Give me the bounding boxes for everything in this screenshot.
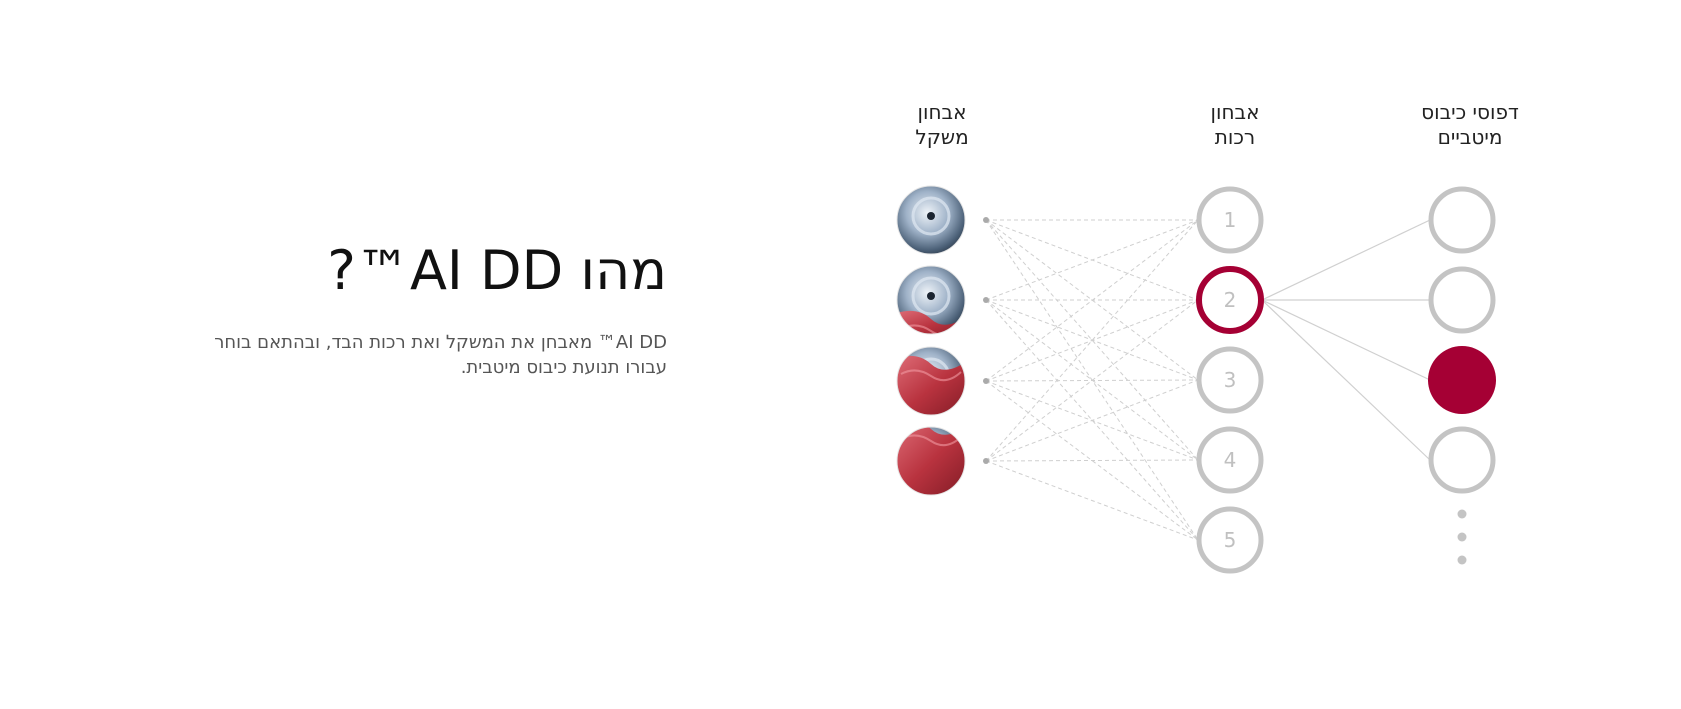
column-heading-weight-line1: אבחון bbox=[917, 100, 967, 124]
softness-node-5: 5 bbox=[1196, 506, 1264, 574]
column-heading-softness-line1: אבחון bbox=[1210, 100, 1260, 124]
connection-weight4-softness4 bbox=[985, 459, 1199, 462]
connection-weight4-softness5 bbox=[985, 460, 1199, 541]
softness-level-1: 1 bbox=[1224, 208, 1237, 232]
connection-weight4-softness3 bbox=[985, 379, 1199, 462]
column-heading-softness-line2: רכות bbox=[1214, 125, 1256, 149]
connection-weight1-softness3 bbox=[985, 219, 1199, 381]
softness-level-4: 4 bbox=[1224, 448, 1237, 472]
column-heading-weight-line2: משקל bbox=[915, 125, 969, 149]
weight-image-3 bbox=[896, 346, 966, 416]
softness-node-1: 1 bbox=[1196, 186, 1264, 254]
connection-weight1-softness4 bbox=[985, 219, 1199, 461]
weight-image-2 bbox=[896, 265, 966, 335]
pattern-node-selected bbox=[1428, 346, 1496, 414]
pattern-node-2 bbox=[1428, 266, 1496, 334]
softness-node-4: 4 bbox=[1196, 426, 1264, 494]
page-title: מהו AI DD™? bbox=[327, 239, 667, 302]
softness-level-3: 3 bbox=[1224, 368, 1237, 392]
weight-image-4 bbox=[896, 426, 966, 496]
more-patterns-dot-2 bbox=[1457, 532, 1467, 542]
connection-softness-pattern3 bbox=[1261, 299, 1431, 381]
connection-softness-pattern4 bbox=[1261, 299, 1431, 461]
softness-node-2: 2 bbox=[1196, 266, 1264, 334]
pattern-node-1 bbox=[1428, 186, 1496, 254]
connection-weight3-softness5 bbox=[985, 380, 1199, 541]
weight-connector-dot-1 bbox=[983, 217, 989, 223]
weight-connector-dot-2 bbox=[983, 297, 989, 303]
connection-weight3-softness1 bbox=[985, 219, 1199, 382]
pattern-node-4 bbox=[1428, 426, 1496, 494]
description-text: AI DD™ מאבחן את המשקל ואת רכות הבד, ובהת… bbox=[214, 332, 667, 378]
connection-weight2-softness1 bbox=[985, 219, 1199, 301]
weight-image-1 bbox=[896, 185, 966, 255]
weight-connector-dot-3 bbox=[983, 378, 989, 384]
connection-weight4-softness1 bbox=[985, 219, 1199, 462]
column-heading-patterns-line2: מיטביים bbox=[1437, 125, 1503, 149]
column-heading-patterns: דפוסי כיבוס מיטביים bbox=[1375, 100, 1565, 150]
column-heading-weight: אבחון משקל bbox=[887, 100, 997, 150]
connection-weight2-softness5 bbox=[985, 299, 1199, 541]
column-heading-softness: אבחון רכות bbox=[1180, 100, 1290, 150]
connection-weight2-softness4 bbox=[985, 299, 1199, 461]
column-heading-patterns-line1: דפוסי כיבוס bbox=[1421, 100, 1519, 124]
softness-node-3: 3 bbox=[1196, 346, 1264, 414]
more-patterns-dot-3 bbox=[1457, 555, 1467, 565]
connection-weight4-softness2 bbox=[985, 299, 1199, 462]
softness-level-2: 2 bbox=[1224, 288, 1237, 312]
softness-level-5: 5 bbox=[1224, 528, 1237, 552]
connection-softness-pattern1 bbox=[1261, 219, 1431, 301]
more-patterns-dot-1 bbox=[1457, 509, 1467, 519]
connection-weight3-softness2 bbox=[985, 299, 1199, 382]
weight-connector-dot-4 bbox=[983, 458, 989, 464]
